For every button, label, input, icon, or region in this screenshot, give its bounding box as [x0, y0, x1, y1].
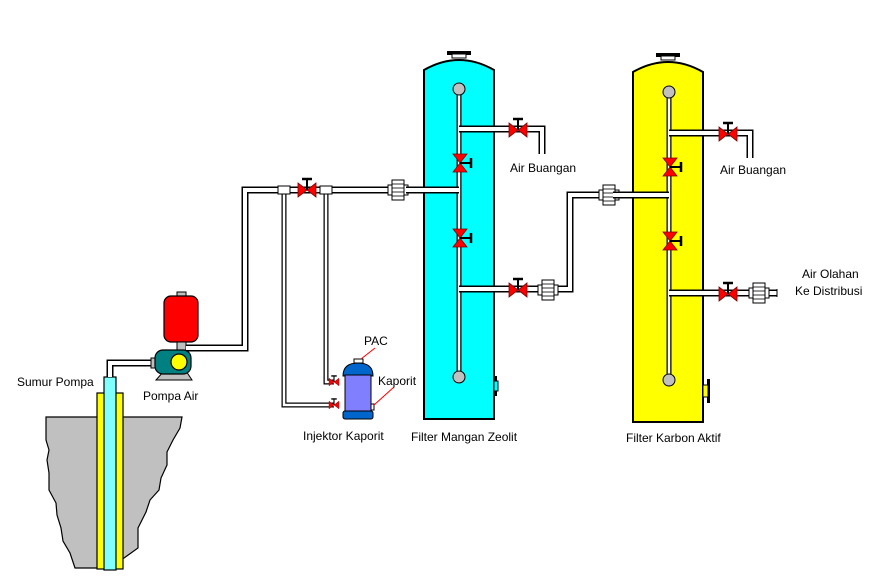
- pump-label: Pompa Air: [143, 389, 198, 403]
- pressure-tank: [163, 295, 199, 343]
- manhole-neck-2: [660, 55, 676, 61]
- manhole-neck: [451, 53, 467, 59]
- kaporit-label: Kaporit: [378, 374, 417, 388]
- injector: PAC Kaporit Injektor Kaporit: [303, 334, 417, 443]
- filter2-drain-label: Air Buangan: [720, 163, 786, 177]
- injector-body: [344, 374, 372, 413]
- union-fitting-filter1-inlet: [387, 179, 409, 201]
- filter2-bottom-nozzle: [662, 373, 676, 387]
- filter2-outlet-valve[interactable]: [717, 281, 739, 303]
- injector-bottom-cap: [342, 410, 374, 420]
- well: Sumur Pompa: [17, 375, 183, 571]
- filter1-side-flange-pipe: [493, 380, 499, 392]
- filter1-top-nozzle: [452, 82, 466, 96]
- filter1-label: Filter Mangan Zeolit: [411, 430, 518, 444]
- union-fitting-filter2-outlet: [748, 282, 770, 304]
- injector-lines: [281, 190, 334, 408]
- filter1-outlet-valve[interactable]: [507, 277, 529, 299]
- pump: Pompa Air: [143, 291, 199, 403]
- kaporit-pointer: [373, 386, 395, 406]
- main-inlet-valve[interactable]: [296, 177, 318, 199]
- tee-fitting-2: [319, 185, 333, 195]
- pipe-well-to-pump: [106, 359, 155, 377]
- filter1-drain-valve[interactable]: [507, 117, 529, 139]
- tee-fitting-1: [277, 185, 291, 195]
- pipe-pump-to-header: [186, 186, 390, 352]
- injector-side-port: [370, 403, 375, 411]
- injector-label: Injektor Kaporit: [303, 429, 384, 443]
- output-label-line2: Ke Distribusi: [795, 284, 862, 298]
- pac-label: PAC: [364, 334, 388, 348]
- filter-mangan-zeolit: Air Buangan Filter Mangan Zeolit: [406, 51, 606, 444]
- filter2-top-nozzle: [662, 85, 676, 99]
- pressure-tank-stem: [176, 341, 187, 351]
- filter2-label: Filter Karbon Aktif: [626, 431, 721, 445]
- well-pipe: [103, 376, 117, 571]
- filter2-side-flange-pipe: [702, 384, 709, 398]
- pac-pointer: [360, 347, 376, 360]
- output-label-line1: Air Olahan: [802, 267, 859, 281]
- manhole-lid-2: [656, 53, 680, 57]
- union-fitting-filter1-outlet: [537, 279, 559, 301]
- filter2-drain-valve[interactable]: [717, 121, 739, 143]
- filter1-drain-label: Air Buangan: [510, 161, 576, 175]
- injector-top-port: [353, 358, 364, 364]
- injector-top-cap: [342, 362, 374, 377]
- filter-karbon-aktif: Air Buangan Air Olahan Ke Distribusi Fil…: [613, 53, 862, 445]
- pump-fan: [170, 353, 188, 371]
- manhole-lid: [447, 51, 471, 55]
- well-label: Sumur Pompa: [17, 375, 94, 389]
- filter1-bottom-nozzle: [452, 370, 466, 384]
